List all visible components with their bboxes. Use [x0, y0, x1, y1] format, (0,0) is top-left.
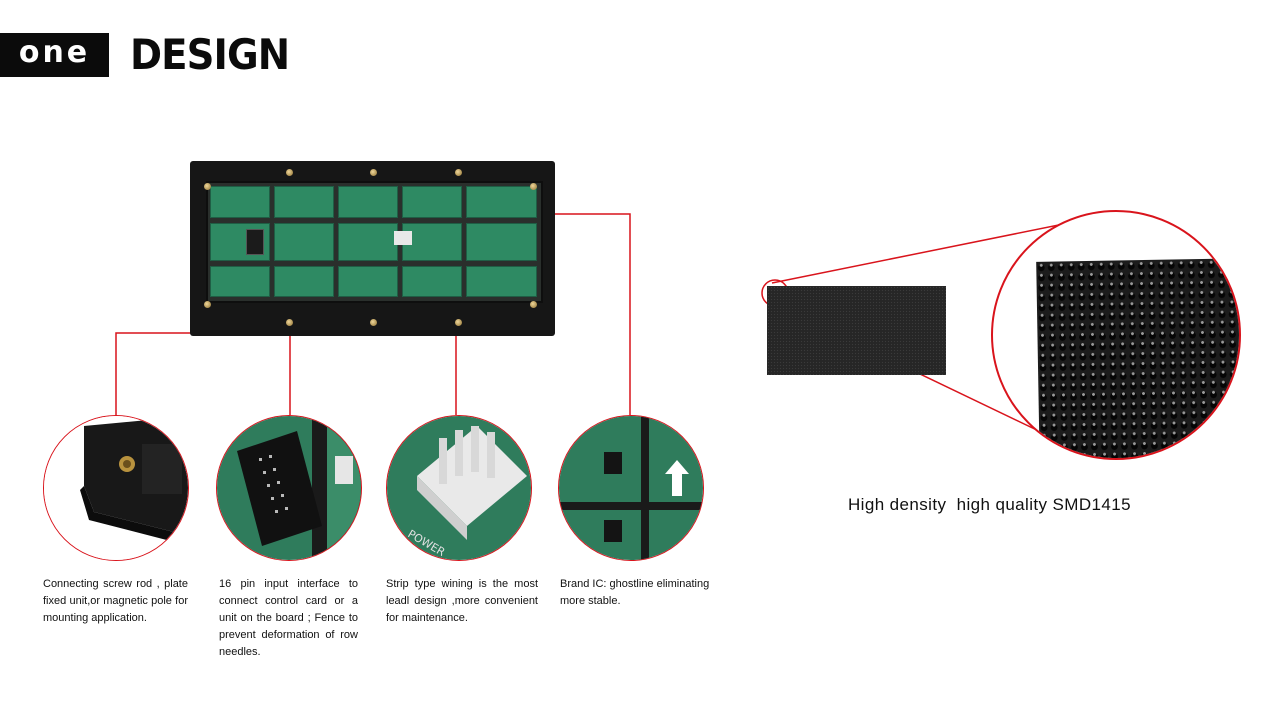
smd-caption: High density high quality SMD1415 — [848, 495, 1131, 514]
closeup-screw-rod — [43, 415, 189, 561]
smd-led-grid — [1036, 258, 1239, 458]
closeup-16-pin-connector — [216, 415, 362, 561]
module-pcb-area — [206, 181, 543, 303]
caption-16-pin-connector: 16 pin input interface to connect contro… — [219, 578, 358, 658]
caption-strip-wiring: Strip type wining is the most leadl desi… — [386, 578, 538, 624]
caption-screw-rod: Connecting screw rod , plate fixed unit,… — [43, 578, 188, 624]
callout-line-screw — [115, 332, 204, 415]
brand-logo: one — [0, 33, 109, 77]
caption-brand-ic: Brand IC: ghostline eliminating more sta… — [560, 578, 710, 607]
closeup-strip-wiring: POWER — [386, 415, 532, 561]
led-module-image — [190, 161, 555, 336]
page-title: DESIGN — [130, 30, 290, 79]
zoom-circle-smd — [991, 210, 1241, 460]
brand-logo-text: one — [18, 35, 91, 70]
closeup-brand-ic — [558, 415, 704, 561]
led-panel-image — [767, 286, 946, 375]
